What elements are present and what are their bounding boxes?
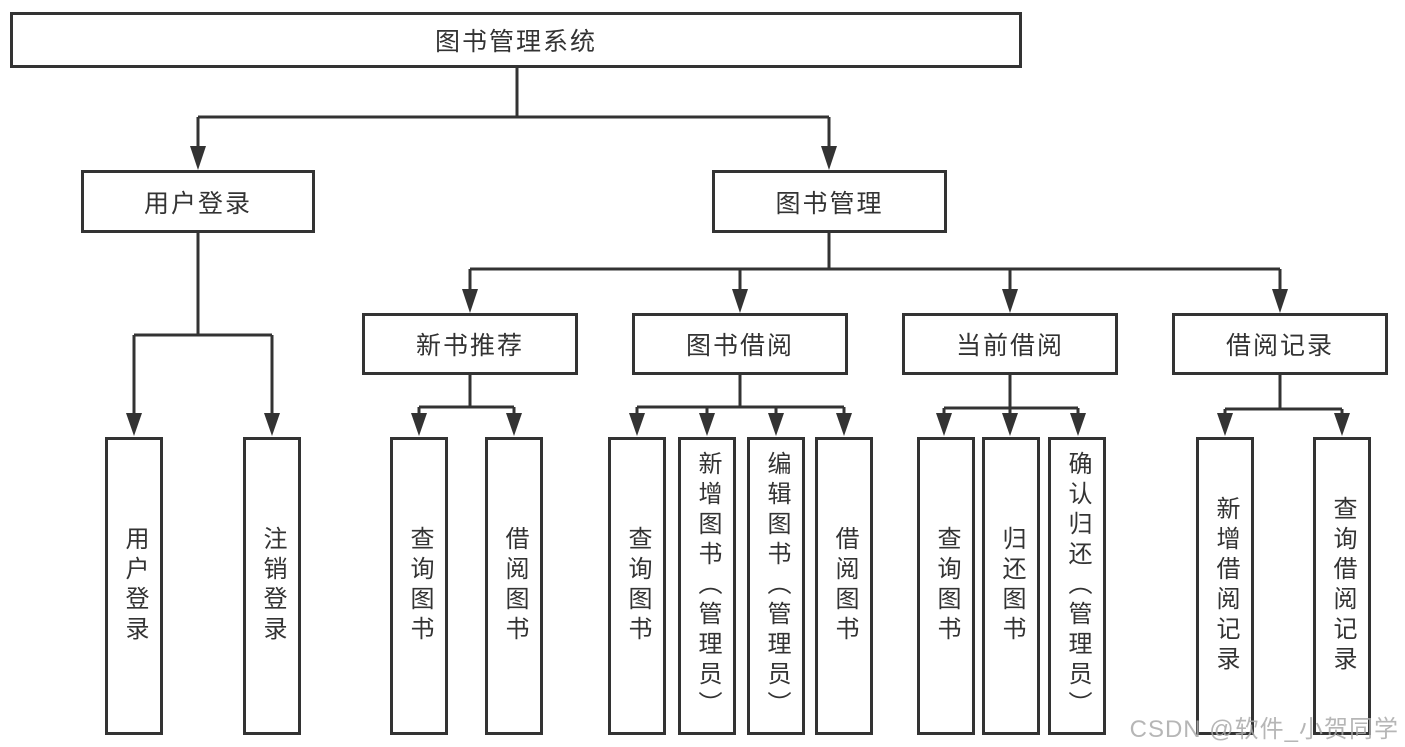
leaf-user-login: 用户登录 [105,437,163,735]
node-root-system-label: 图书管理系统 [434,28,597,56]
leaf-borrow-books-label: 借阅图书 [831,526,858,646]
leaf-query-borrow-record: 查询借阅记录 [1313,437,1371,735]
leaf-borrow-books: 借阅图书 [815,437,873,735]
node-user-login-label: 用户登录 [143,189,252,218]
leaf-borrow-books-recommend: 借阅图书 [485,437,543,735]
node-book-borrow: 图书借阅 [632,313,848,375]
leaf-logout: 注销登录 [243,437,301,735]
node-new-book-recommend: 新书推荐 [362,313,578,375]
node-book-management-label: 图书管理 [775,189,884,218]
connector-new-book-group [411,375,522,436]
node-borrow-record: 借阅记录 [1172,313,1388,375]
node-current-borrow: 当前借阅 [902,313,1118,375]
leaf-add-book-admin: 新增图书（管理员） [678,437,736,735]
connector-book-borrow-group [629,375,852,436]
connector-current-borrow-group [936,375,1086,436]
leaf-query-books-current-label: 查询图书 [933,526,960,646]
connector-user-login-group [126,233,280,436]
leaf-query-books-borrow-label: 查询图书 [624,526,651,646]
leaf-query-borrow-record-label: 查询借阅记录 [1329,496,1356,676]
connector-book-management-to-level3 [462,233,1288,313]
node-user-login: 用户登录 [81,170,315,233]
leaf-query-books-borrow: 查询图书 [608,437,666,735]
node-root-system: 图书管理系统 [10,12,1022,68]
leaf-query-books-recommend-label: 查询图书 [406,526,433,646]
node-new-book-recommend-label: 新书推荐 [415,332,524,360]
leaf-edit-book-admin-label: 编辑图书（管理员） [763,451,790,721]
leaf-add-book-admin-label: 新增图书（管理员） [694,451,721,721]
leaf-add-borrow-record-label: 新增借阅记录 [1212,496,1239,676]
leaf-logout-label: 注销登录 [259,526,286,646]
leaf-user-login-label: 用户登录 [121,526,148,646]
node-current-borrow-label: 当前借阅 [955,332,1064,360]
leaf-edit-book-admin: 编辑图书（管理员） [747,437,805,735]
leaf-return-book: 归还图书 [982,437,1040,735]
leaf-query-books-recommend: 查询图书 [390,437,448,735]
leaf-confirm-return-admin: 确认归还（管理员） [1048,437,1106,735]
leaf-return-book-label: 归还图书 [998,526,1025,646]
leaf-query-books-current: 查询图书 [917,437,975,735]
leaf-add-borrow-record: 新增借阅记录 [1196,437,1254,735]
leaf-confirm-return-admin-label: 确认归还（管理员） [1064,451,1091,721]
connector-borrow-record-group [1217,375,1350,436]
leaf-borrow-books-recommend-label: 借阅图书 [501,526,528,646]
connector-root-to-level2 [190,68,837,170]
node-borrow-record-label: 借阅记录 [1225,332,1334,360]
node-book-management: 图书管理 [712,170,947,233]
node-book-borrow-label: 图书借阅 [685,332,794,360]
